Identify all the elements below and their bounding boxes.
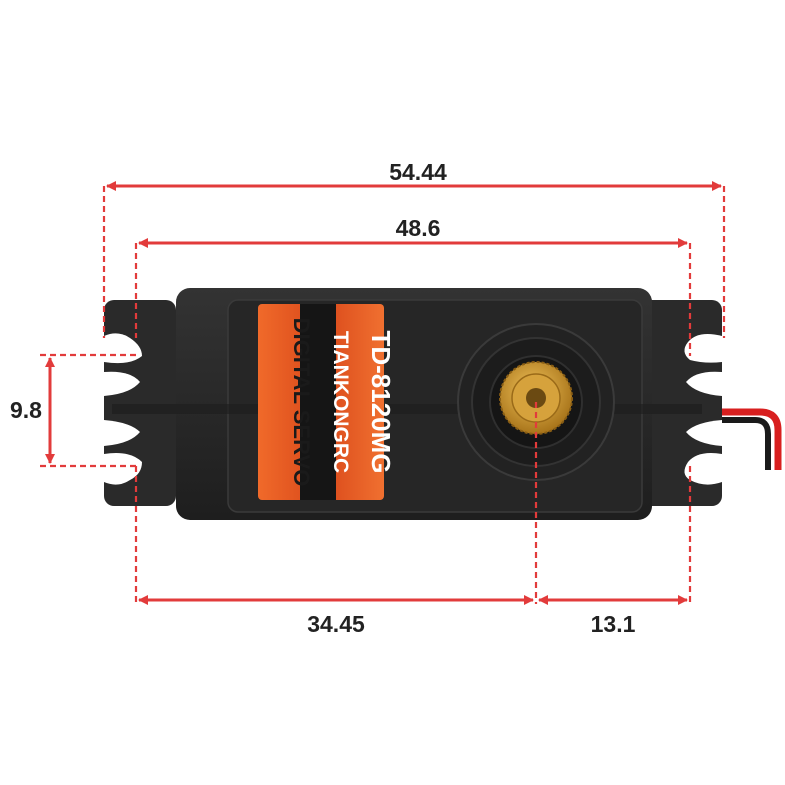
servo-label: TD-8120MG TIANKONGRC DIGITAL SERVO [258, 304, 396, 500]
dim-shaft-to-hole: 13.1 [591, 611, 636, 637]
dim-mount-hole-spacing: 48.6 [396, 215, 441, 241]
servo-wire [700, 408, 782, 470]
dim-hole-to-shaft: 34.45 [307, 611, 365, 637]
label-brand: TIANKONGRC [329, 331, 352, 473]
dimension-lines [40, 181, 726, 605]
dim-overall-width: 54.44 [389, 159, 447, 185]
label-type: DIGITAL SERVO [289, 318, 314, 487]
gear-spline-icon [499, 361, 573, 435]
label-model: TD-8120MG [366, 330, 396, 473]
dim-mount-slot-height: 9.8 [10, 397, 42, 423]
